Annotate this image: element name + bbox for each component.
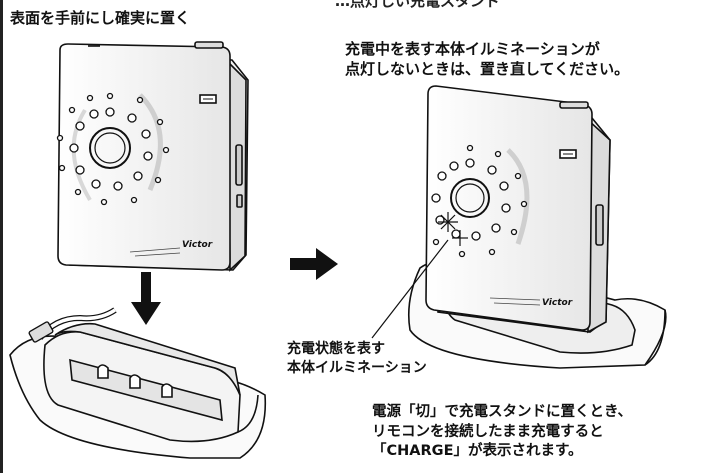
dc-cable xyxy=(28,307,117,343)
callout-line-2: 本体イルミネーション xyxy=(287,359,427,376)
cut-off-heading: …点灯しい充電スタンド xyxy=(335,0,501,10)
bottom-line-2: リモコンを接続したまま充電すると xyxy=(372,423,604,440)
printed-text-right xyxy=(489,297,541,306)
arrow-right-icon xyxy=(290,248,338,280)
note-line-2: 点灯しないときは、置き直してください。 xyxy=(345,60,630,79)
center-dial-right xyxy=(450,178,490,218)
player-left xyxy=(57,41,249,272)
instruction-text: 表面を手前にし確実に置く xyxy=(10,9,191,27)
button-ring-left xyxy=(56,92,170,206)
illumination-arc xyxy=(138,93,163,191)
charging-illumination-sparkle xyxy=(438,212,468,246)
page-border xyxy=(0,0,3,473)
note-text: 充電中を表す本体イルミネーションが 点灯しないときは、置き直してください。 xyxy=(345,39,629,80)
bottom-note: 電源「切」で充電スタンドに置くとき、 リモコンを接続したまま充電すると 「CHA… xyxy=(372,403,632,462)
illumination-arc xyxy=(506,148,530,245)
bottom-line-3: 「CHARGE」が表示されます。 xyxy=(372,443,583,460)
callout-line-1: 充電状態を表す xyxy=(287,341,385,357)
bottom-line-1: 電源「切」で充電スタンドに置くとき、 xyxy=(372,404,632,420)
center-dial-left xyxy=(89,127,131,169)
charge-illumination-callout: 充電状態を表す 本体イルミネーション xyxy=(287,340,427,378)
printed-text-left xyxy=(129,247,181,257)
charging-stand-left xyxy=(9,322,267,459)
brand-logo-left: Victor xyxy=(182,240,213,250)
callout-leader-line xyxy=(371,239,449,339)
brand-logo-right: Victor xyxy=(542,298,573,308)
arrow-down-icon xyxy=(131,272,161,325)
note-line-1: 充電中を表す本体イルミネーションが xyxy=(345,40,600,58)
